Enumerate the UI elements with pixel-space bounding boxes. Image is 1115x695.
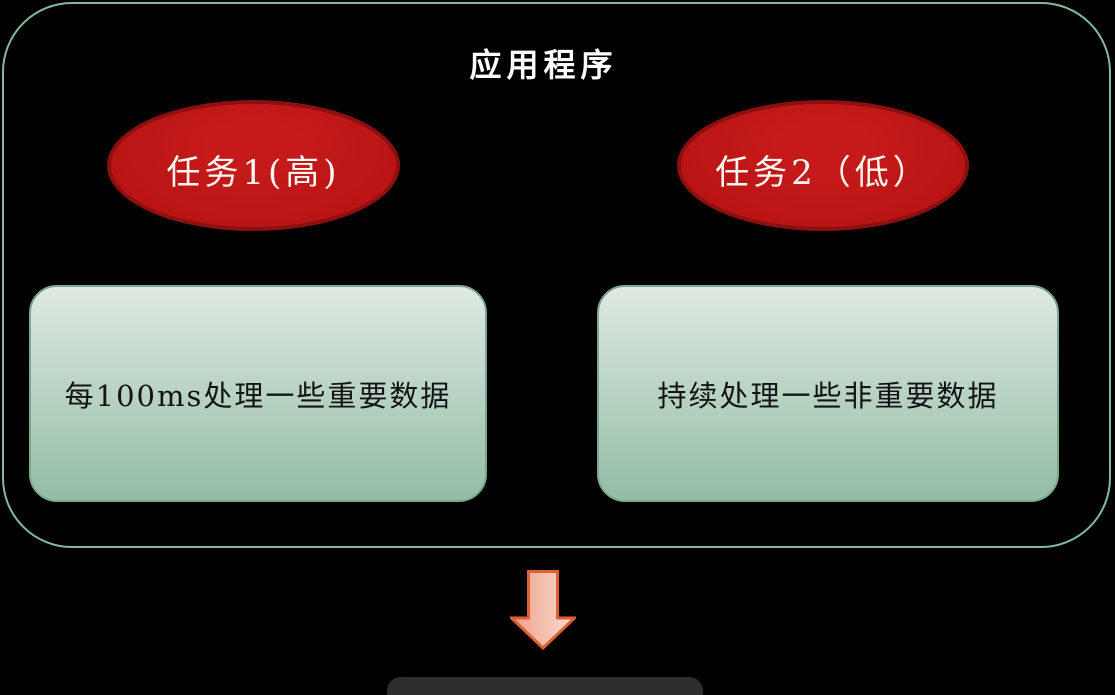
application-container: 应用程序 任务1(高) 任务2（低） 每100ms处理一些重要数据 持续处理一些…: [2, 2, 1111, 548]
bottom-rounded-shape: [387, 677, 703, 695]
task2-description-box: 持续处理一些非重要数据: [597, 285, 1059, 502]
task1-ellipse: 任务1(高): [107, 100, 400, 231]
application-title: 应用程序: [469, 46, 618, 84]
task1-description: 每100ms处理一些重要数据: [64, 378, 452, 413]
task1-description-box: 每100ms处理一些重要数据: [29, 285, 487, 502]
down-arrow-icon: [510, 570, 576, 650]
task1-label: 任务1(高): [166, 153, 341, 193]
task2-ellipse: 任务2（低）: [677, 100, 969, 231]
task2-description: 持续处理一些非重要数据: [657, 378, 999, 413]
task2-label: 任务2（低）: [715, 153, 931, 193]
